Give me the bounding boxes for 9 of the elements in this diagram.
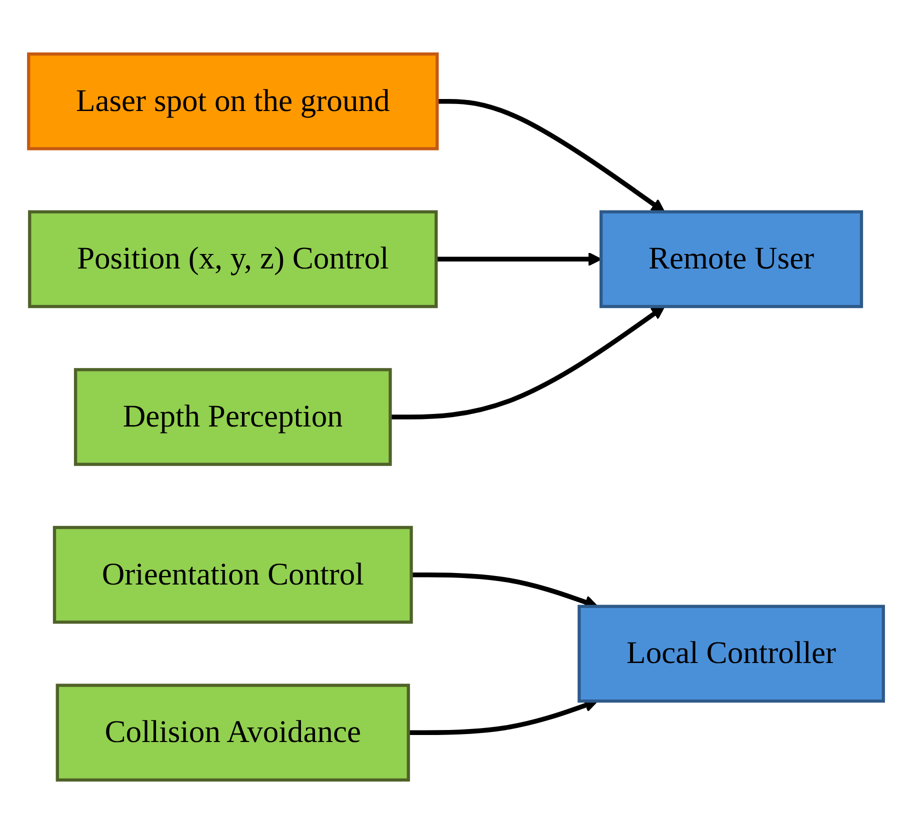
node-box: Depth Perception: [74, 368, 392, 466]
node-box: Laser spot on the ground: [27, 52, 439, 150]
node-box: Collision Avoidance: [56, 684, 410, 782]
node-box: Remote User: [600, 210, 864, 308]
arrow: [436, 252, 602, 266]
arrow: [437, 99, 665, 212]
node-box: Position (x, y, z) Control: [28, 210, 438, 308]
node-box: Local Controller: [578, 604, 885, 703]
node-box: Orieentation Control: [52, 526, 413, 624]
